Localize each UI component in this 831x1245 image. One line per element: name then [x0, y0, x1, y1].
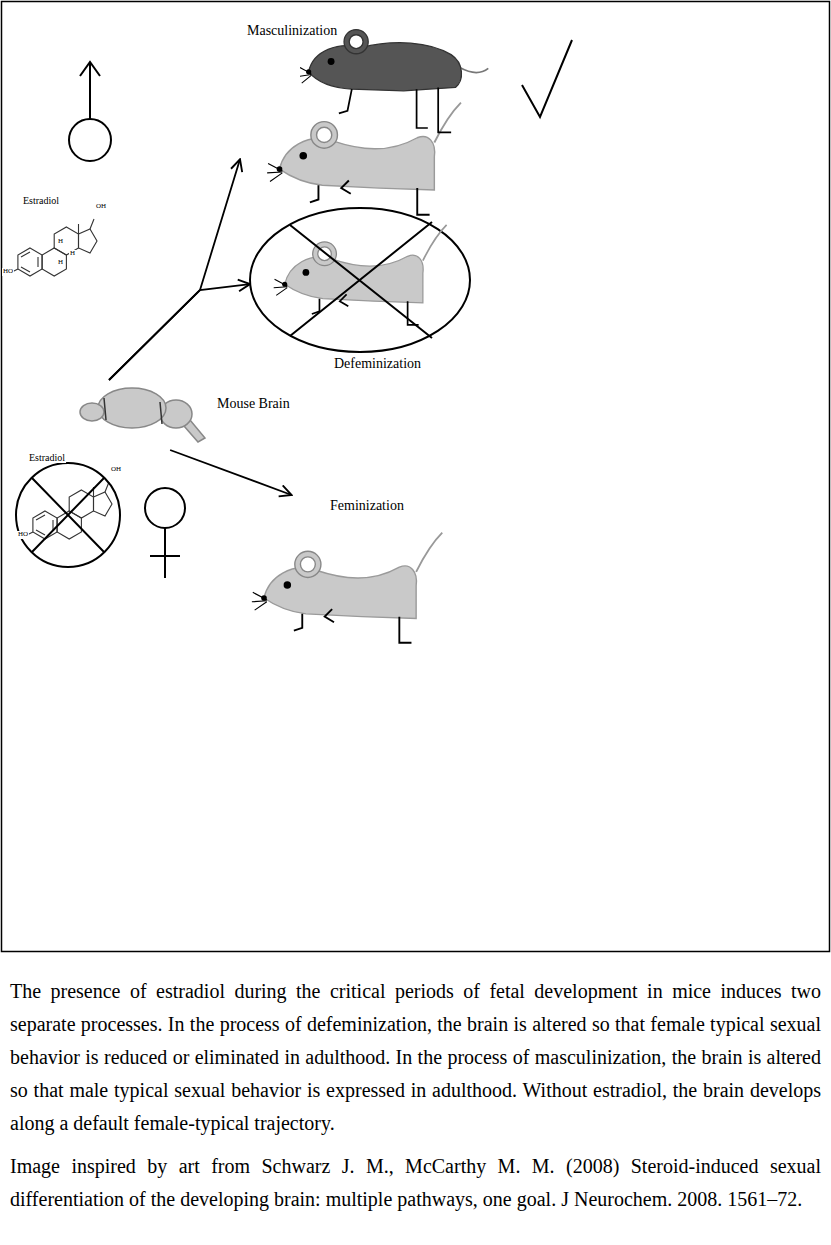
male-symbol	[69, 62, 111, 161]
figure-caption: The presence of estradiol during the cri…	[10, 975, 821, 1140]
male-mouse	[300, 30, 488, 133]
compound-name: Estradiol	[22, 195, 60, 206]
stage-label: Mouse Brain	[215, 396, 292, 413]
estradiol-structure	[27, 482, 112, 539]
mouse-brain	[80, 388, 205, 442]
atom-label: HO	[17, 531, 29, 539]
crossed-oval	[250, 208, 470, 352]
stage-label: Defeminization	[332, 356, 423, 373]
cross-out	[290, 222, 432, 338]
arrow-connector	[170, 450, 292, 495]
atom-label: OH	[95, 203, 107, 211]
atom-label: H	[57, 259, 64, 267]
figure-frame	[2, 2, 830, 952]
estradiol-structure	[12, 219, 97, 276]
female-symbol	[145, 488, 185, 578]
atom-label: H	[69, 250, 76, 258]
credit-note: Image inspired by art from Schwarz J. M.…	[10, 1150, 821, 1216]
atom-label: H	[57, 238, 64, 246]
feminization-panel: Feminization	[240, 495, 455, 670]
crossed-circle	[16, 463, 120, 567]
female-mouse	[267, 103, 461, 215]
stage-label: Feminization	[328, 498, 406, 515]
lordosis-mouse	[274, 225, 447, 325]
defeminization-panel: Defeminization	[250, 205, 475, 377]
atom-label: OH	[110, 466, 122, 474]
masculinization-panel: Masculinization	[240, 15, 570, 200]
brain-panel: Mouse Brain	[70, 380, 330, 450]
arrow-connector	[109, 159, 240, 380]
stage-label: Masculinization	[245, 23, 339, 40]
arrow-connector	[109, 284, 250, 380]
check-mark	[522, 40, 572, 117]
compound-name: Estradiol	[28, 452, 66, 463]
atom-label: HO	[2, 268, 14, 276]
lordosis-mouse	[252, 533, 442, 643]
